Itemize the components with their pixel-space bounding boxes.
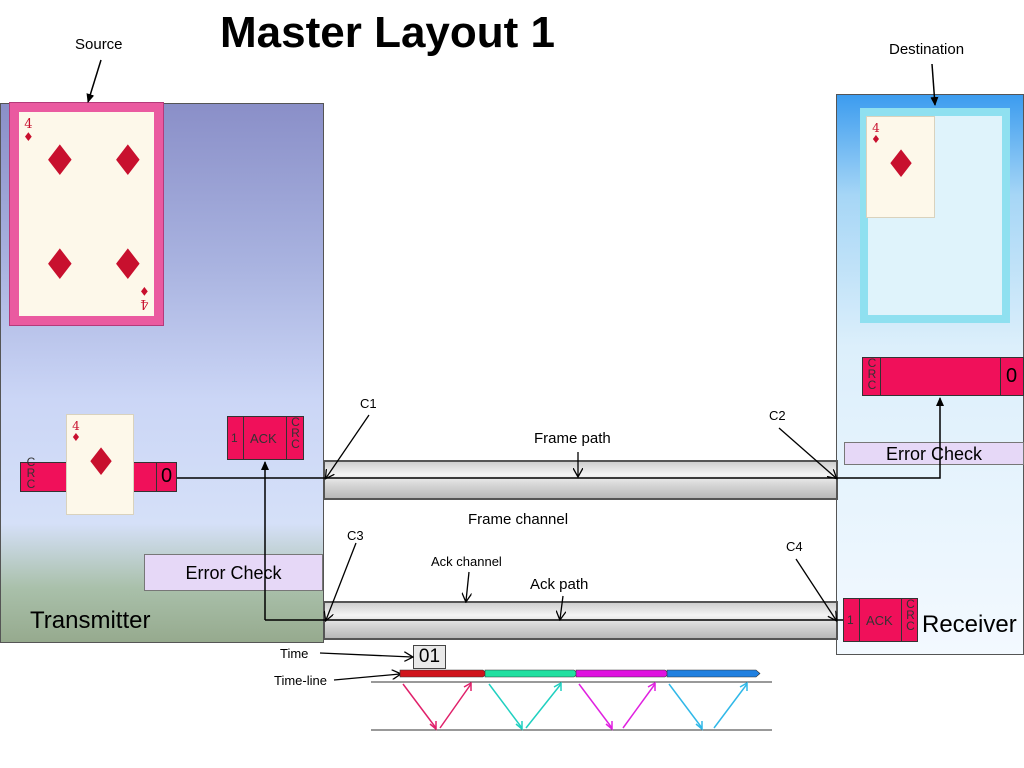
timeline-frame-arrow-green bbox=[488, 683, 523, 729]
diamond-pip-icon: ♦ bbox=[884, 142, 919, 186]
timeline-ack-arrow-green bbox=[525, 683, 562, 729]
timeline-frame-arrow-magenta bbox=[578, 683, 613, 729]
transmitter-label: Transmitter bbox=[30, 607, 151, 634]
diamond-pip-icon: ♦ bbox=[109, 240, 147, 289]
timeline-segment-green bbox=[484, 669, 579, 678]
frame-path-label: Frame path bbox=[534, 430, 611, 447]
c3-pointer bbox=[326, 542, 357, 620]
diamond-pip-icon: ♦ bbox=[41, 240, 79, 289]
c3-label: C3 bbox=[347, 528, 364, 543]
timeline-ack-arrow-red bbox=[439, 683, 472, 729]
frame-seq-number: 0 bbox=[1006, 365, 1018, 387]
card-corner-top: 4♦ bbox=[71, 419, 81, 444]
frame-seq-number: 0 bbox=[161, 465, 173, 487]
receiver-label: Receiver bbox=[922, 611, 1017, 638]
ack-path-label: Ack path bbox=[530, 576, 589, 593]
time-label: Time bbox=[280, 646, 309, 661]
packet-divider bbox=[880, 358, 881, 395]
c1-pointer bbox=[326, 414, 370, 478]
ack-channel-label: Ack channel bbox=[431, 554, 502, 569]
ack-path-pointer bbox=[560, 595, 563, 619]
frame-channel-pipe bbox=[323, 460, 838, 500]
diamond-pip-icon: ♦ bbox=[109, 136, 147, 185]
time-line-label: Time-line bbox=[274, 673, 327, 688]
card-corner-top: 4♦ bbox=[871, 121, 881, 146]
c4-pointer bbox=[795, 558, 836, 620]
destination-card: 4♦ ♦ bbox=[867, 117, 934, 217]
source-deck-card[interactable]: 4♦ 4♦ ♦ ♦ ♦ ♦ bbox=[9, 102, 164, 326]
timeline-ack-arrow-blue bbox=[713, 683, 748, 729]
destination-label: Destination bbox=[889, 41, 965, 58]
timeline-frame-arrow-red bbox=[402, 683, 437, 729]
source-arrow bbox=[86, 59, 102, 103]
ack-label: ACK bbox=[250, 431, 277, 446]
card-corner-top: 4♦ bbox=[23, 117, 34, 144]
ack-seq-number: 1 bbox=[847, 613, 854, 627]
c2-pointer bbox=[778, 427, 836, 478]
packet-divider bbox=[156, 463, 157, 491]
error-check-tx[interactable]: Error Check bbox=[144, 554, 323, 591]
packet-divider bbox=[901, 599, 902, 641]
diamond-pip-icon: ♦ bbox=[41, 136, 79, 185]
packet-divider bbox=[859, 599, 860, 641]
c4-label: C4 bbox=[786, 539, 803, 554]
timeline-segment-magenta bbox=[575, 669, 670, 678]
packet-divider bbox=[243, 417, 244, 459]
c2-label: C2 bbox=[769, 408, 786, 423]
frame-card: 4♦ ♦ bbox=[67, 415, 133, 514]
source-label: Source bbox=[75, 36, 123, 53]
timeline-segment-blue bbox=[666, 669, 761, 678]
ack-channel-pointer bbox=[466, 571, 469, 601]
timeline-frame-arrow-blue bbox=[668, 683, 703, 729]
destination-arrow bbox=[930, 63, 939, 106]
frame-to-error-check-line bbox=[838, 397, 944, 479]
time-line-pointer bbox=[333, 674, 400, 681]
c1-label: C1 bbox=[360, 396, 377, 411]
diamond-pip-icon: ♦ bbox=[84, 440, 119, 484]
time-counter: 01 bbox=[413, 645, 446, 669]
time-pointer bbox=[319, 653, 412, 657]
page-title: Master Layout 1 bbox=[220, 8, 555, 57]
packet-divider bbox=[286, 417, 287, 459]
ack-label: ACK bbox=[866, 613, 893, 628]
ack-seq-number: 1 bbox=[231, 431, 238, 445]
timeline-segment-red bbox=[399, 669, 488, 678]
timeline-ack-arrow-magenta bbox=[622, 683, 656, 729]
packet-divider bbox=[1000, 358, 1001, 395]
frame-channel-label: Frame channel bbox=[468, 511, 569, 528]
